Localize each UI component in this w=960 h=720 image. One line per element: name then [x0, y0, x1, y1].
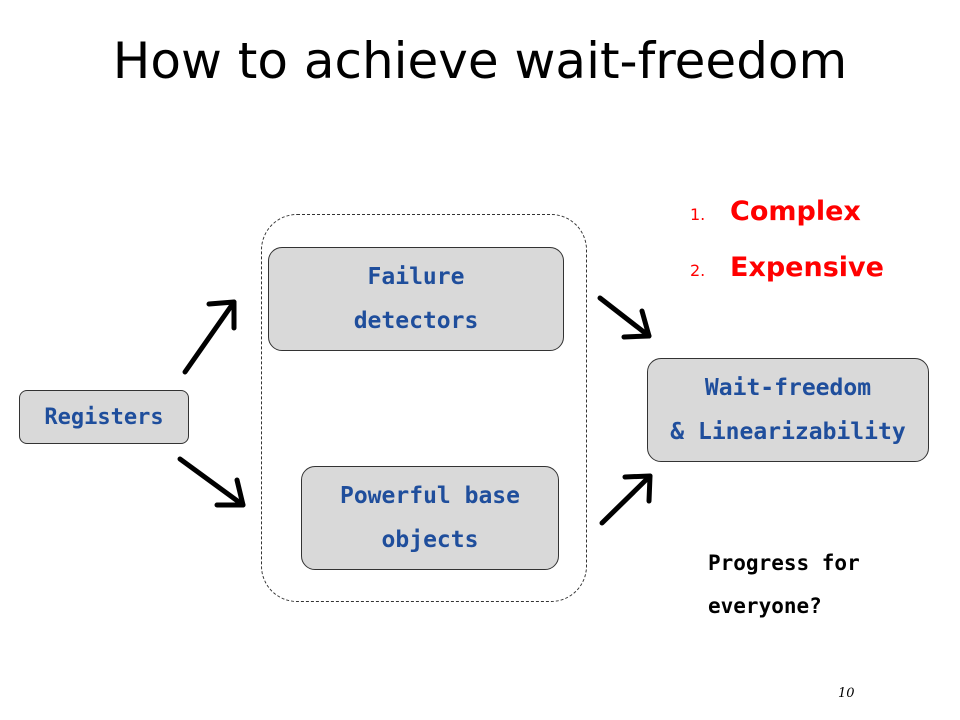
slide-title: How to achieve wait-freedom [112, 32, 848, 90]
failure-detectors-node: Failure detectors [268, 247, 564, 351]
powerful-objects-line-2: objects [381, 527, 479, 553]
powerful-objects-line-1: Powerful base [339, 483, 520, 509]
issue-text: Expensive [730, 252, 884, 283]
arrow-registers-to-failure [182, 299, 237, 375]
progress-note: Progress for everyone? [708, 542, 860, 628]
progress-note-line-2: everyone? [708, 594, 822, 618]
arrow-registers-to-powerful [177, 456, 246, 508]
arrow-failure-to-wait [597, 295, 652, 340]
wait-freedom-line-1: Wait-freedom [704, 375, 872, 401]
powerful-base-objects-node: Powerful base objects [301, 466, 559, 570]
wait-freedom-line-2: & Linearizability [670, 419, 906, 445]
dashed-group-box [261, 214, 587, 602]
page-number: 10 [838, 686, 855, 701]
failure-detectors-line-2: detectors [353, 308, 479, 334]
registers-node: Registers [19, 390, 189, 444]
issue-item: 1. Complex [690, 196, 884, 252]
registers-label: Registers [44, 404, 164, 430]
issues-list: 1. Complex 2. Expensive [690, 196, 884, 308]
issue-item: 2. Expensive [690, 252, 884, 308]
issue-number: 1. [690, 205, 706, 224]
issue-text: Complex [730, 196, 861, 227]
progress-note-line-1: Progress for [708, 551, 860, 575]
arrow-powerful-to-wait [599, 473, 653, 526]
issue-number: 2. [690, 261, 706, 280]
wait-freedom-node: Wait-freedom & Linearizability [647, 358, 929, 462]
failure-detectors-line-1: Failure [367, 264, 465, 290]
